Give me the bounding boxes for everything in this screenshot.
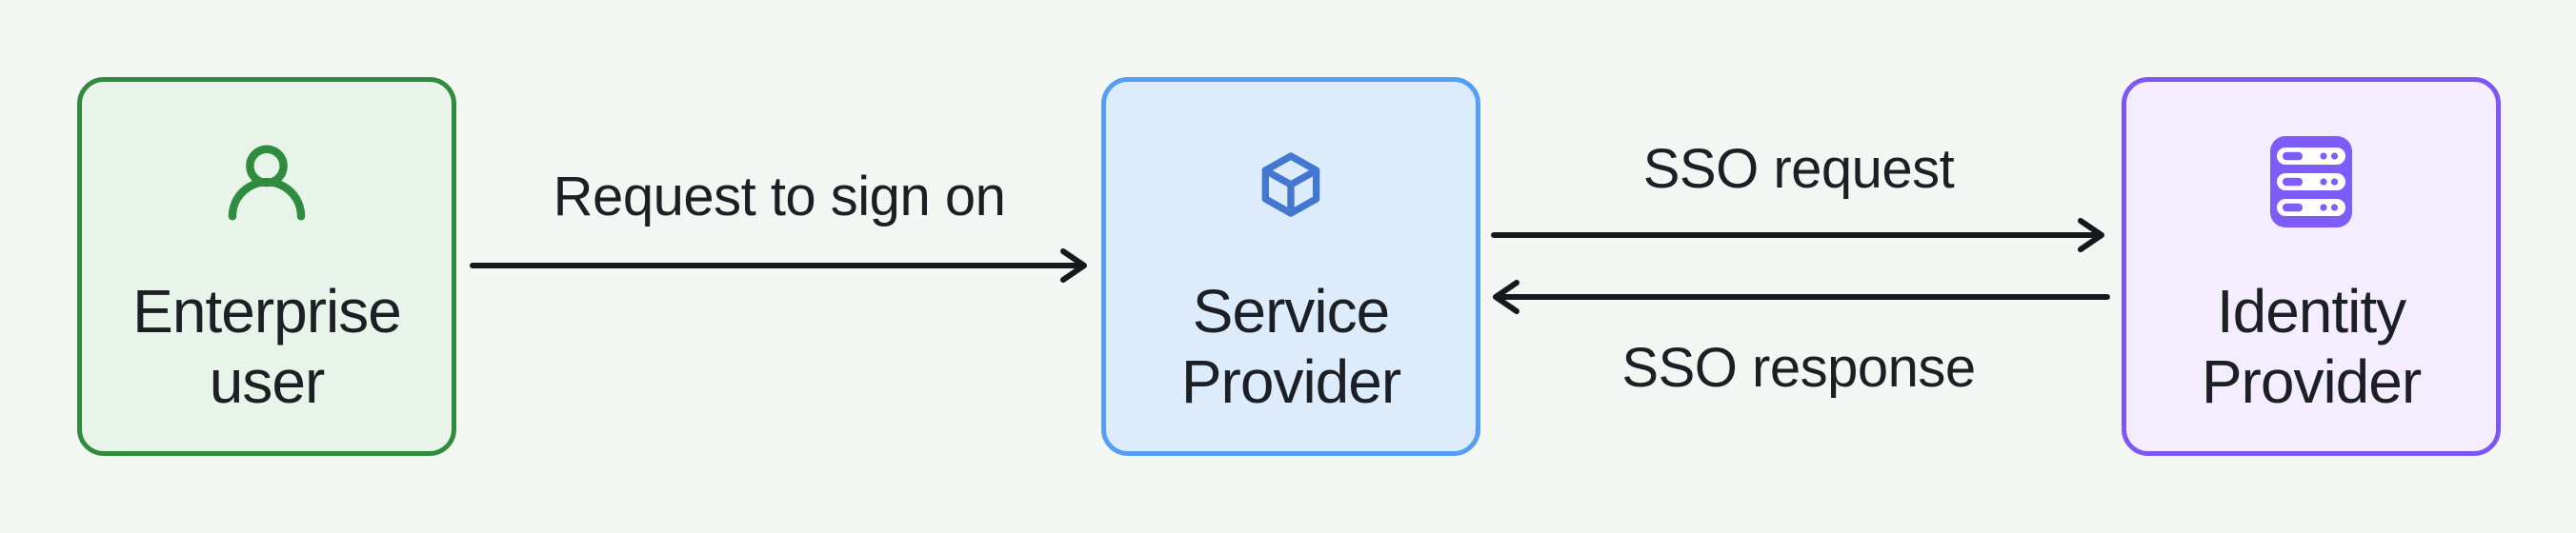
- node-label-line: Provider: [1180, 347, 1401, 416]
- server-dot: [2330, 152, 2339, 160]
- node-label-line: Identity: [2216, 277, 2406, 345]
- node-label-enterprise-user: Enterprise user: [82, 276, 452, 417]
- server-slot: [2277, 199, 2345, 216]
- node-label-line: Service: [1192, 277, 1390, 345]
- node-identity-provider: Identity Provider: [2122, 77, 2501, 456]
- server-dot: [2330, 178, 2339, 186]
- server-dot: [2320, 204, 2327, 211]
- server-dot: [2320, 152, 2327, 160]
- edge-label-sso-response: SSO response: [1621, 337, 1976, 399]
- user-head: [246, 145, 288, 188]
- server-icon: [2270, 136, 2352, 227]
- edge-label-request-to-sign-on: Request to sign on: [553, 166, 1006, 227]
- node-label-identity-provider: Identity Provider: [2126, 276, 2496, 417]
- node-label-line: Enterprise: [132, 277, 402, 345]
- server-slot: [2277, 173, 2345, 190]
- user-shoulders: [228, 178, 306, 221]
- user-icon: [228, 145, 306, 221]
- server-dot: [2320, 178, 2327, 186]
- node-label-line: Provider: [2201, 347, 2422, 416]
- server-slot: [2277, 148, 2345, 165]
- server-led-bar: [2283, 203, 2303, 212]
- arrowhead-right-icon: [1060, 248, 1087, 283]
- cube-icon: [1261, 152, 1320, 217]
- node-enterprise-user: Enterprise user: [77, 77, 456, 456]
- server-dot: [2330, 204, 2339, 211]
- arrowhead-left-icon: [1493, 280, 1519, 314]
- arrow-sso-request: [1491, 218, 2104, 252]
- node-label-service-provider: Service Provider: [1106, 276, 1476, 417]
- node-service-provider: Service Provider: [1101, 77, 1480, 456]
- arrowhead-right-icon: [2078, 218, 2104, 252]
- node-label-line: user: [209, 347, 326, 416]
- arrow-sso-response: [1493, 280, 2110, 314]
- server-led-bar: [2283, 177, 2303, 187]
- arrow-request-to-sign-on: [470, 248, 1087, 283]
- edge-label-sso-request: SSO request: [1642, 138, 1955, 200]
- server-led-bar: [2283, 151, 2303, 161]
